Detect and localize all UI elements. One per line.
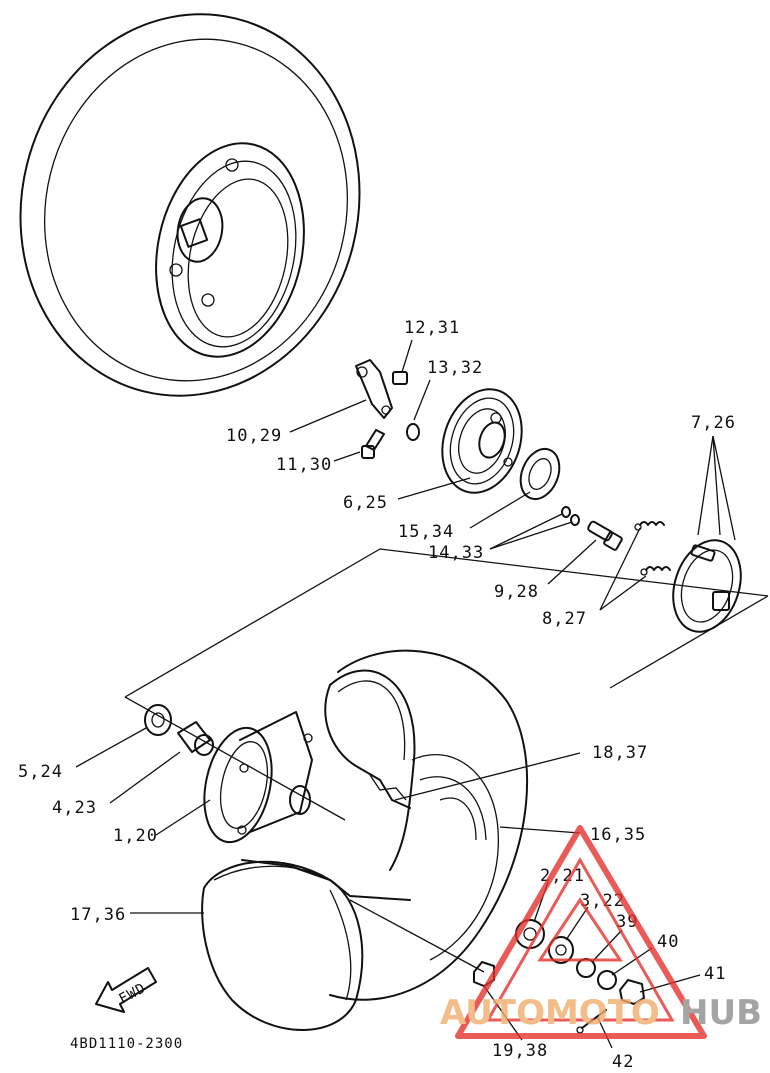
springs-8-27: [634, 521, 671, 576]
label-18-37: 18,37: [592, 743, 648, 763]
label-1-20: 1,20: [113, 826, 158, 846]
oil-seal-15-34: [519, 447, 561, 501]
label-40: 40: [657, 932, 679, 952]
watermark-logo: AUTOMOTO HUB: [440, 825, 762, 1039]
label-13-32: 13,32: [427, 358, 483, 378]
label-15-34: 15,34: [398, 522, 454, 542]
nut-12-31: [392, 371, 408, 385]
rim-half-17-36: [201, 859, 411, 1031]
oil-seal-3-22: [548, 936, 574, 964]
fwd-direction-arrow: FWD: [95, 967, 157, 1013]
leader-lines: [75, 339, 736, 1049]
upper-wheel-assembly: [19, 13, 361, 397]
label-9-28: 9,28: [494, 582, 539, 602]
spacer-4-23: [177, 721, 214, 756]
wheel-hub-1-20: [203, 711, 313, 844]
brake-plate-6-25: [441, 388, 523, 494]
diagram-code: 4BD1110-2300: [70, 1036, 183, 1052]
watermark-text-auto: AUTOMOTO: [440, 993, 660, 1033]
label-14-33: 14,33: [428, 543, 484, 563]
label-42: 42: [612, 1052, 634, 1072]
label-5-24: 5,24: [18, 762, 63, 782]
assembly-guide-lines: [124, 548, 769, 821]
label-12-31: 12,31: [404, 318, 460, 338]
brake-shoes-7-26: [672, 539, 742, 633]
label-11-30: 11,30: [276, 455, 332, 475]
washer-40: [597, 970, 617, 990]
o-rings-14-33: [561, 506, 580, 526]
label-8-27: 8,27: [542, 609, 587, 629]
castle-nut-41: [619, 979, 645, 1005]
label-10-29: 10,29: [226, 426, 282, 446]
watermark-text-hub: HUB: [680, 993, 762, 1033]
label-4-23: 4,23: [52, 798, 97, 818]
watermark-triangle: [455, 825, 707, 1039]
label-41: 41: [704, 964, 726, 984]
brake-cam-lever-10-29: [355, 359, 393, 419]
label-16-35: 16,35: [590, 825, 646, 845]
washer-13-32: [406, 423, 420, 441]
label-17-36: 17,36: [70, 905, 126, 925]
camshaft-9-28: [587, 520, 623, 551]
tire-16-35: [329, 649, 529, 1001]
bearing-5-24: [144, 704, 172, 736]
bolt-11-30: [361, 429, 385, 459]
label-7-26: 7,26: [691, 413, 736, 433]
label-6-25: 6,25: [343, 493, 388, 513]
label-19-38: 19,38: [492, 1041, 548, 1061]
rim-half-18-37: [324, 669, 416, 871]
